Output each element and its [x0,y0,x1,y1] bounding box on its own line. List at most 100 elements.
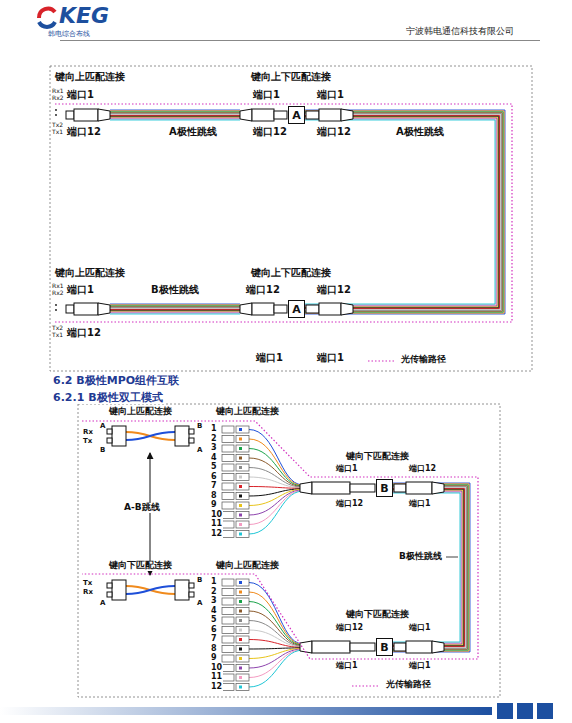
fiber [110,306,240,307]
port-icon [236,665,249,672]
fiber [110,310,240,311]
label: 端口12 [335,624,364,633]
fiber [249,592,302,644]
port-icon [222,445,234,452]
port-icon [236,598,249,605]
legend-sample [368,360,396,361]
label: 6.2 B极性MPO组件互联 [52,375,180,387]
port-icon [236,684,249,691]
port-icon [236,464,249,471]
label: 端口12 [66,327,102,338]
port-icon [236,483,249,490]
fiber [110,112,240,113]
port-dot [239,495,242,498]
ferrule [350,484,375,492]
port-icon [222,608,234,615]
fiber [393,484,469,651]
fiber [305,119,496,305]
label: Tx1 [51,332,64,338]
ferrule [350,643,375,651]
ferrule [107,592,112,597]
port-icon [222,579,234,586]
label: Rx [82,429,94,437]
fiber [249,439,302,485]
dot [55,109,57,111]
fiber [110,119,240,120]
adapter-box: B [376,638,393,656]
port-dot [239,657,242,660]
ferrule [107,583,112,588]
plug-boot [300,482,312,494]
port-dot [239,591,242,594]
fiber [393,491,462,644]
ferrule [66,305,74,313]
port-icon [236,445,249,452]
port-icon [222,436,234,443]
port-number: 5 [210,616,218,625]
label: B [99,447,106,455]
fiber [393,492,461,643]
fiber [110,118,240,119]
port-dot [239,514,242,517]
port-icon [236,627,249,634]
label: 6.2.1 B极性双工模式 [52,392,164,404]
footer-square [497,703,513,719]
leader-line [446,557,458,558]
plug-body [319,303,341,315]
adapter-letter: A [292,110,301,121]
port-number: 9 [210,501,218,510]
fiber [393,490,463,645]
fiber [305,110,505,314]
plug-body [252,303,274,315]
label: 端口1 [252,89,281,100]
adapter-letter: B [380,483,388,494]
port-icon [236,521,249,528]
adapter-box: B [376,479,393,497]
fiber [110,313,240,314]
label: 韩电综合布线 [47,31,91,39]
label: 端口1 [66,284,95,295]
port-dot [239,629,242,632]
port-dot [239,428,242,431]
adapter-box: A [288,106,305,124]
label: A极性跳线 [168,126,218,137]
label: 端口1 [66,89,95,100]
fiber [305,112,503,312]
adapter-letter: A [292,304,301,315]
label: A-B跳线 [123,503,161,513]
port-number: 2 [210,588,218,597]
fiber [305,117,498,307]
fiber [249,650,302,678]
label: B [196,423,203,431]
port-icon [236,655,249,662]
plug-boot [240,303,252,315]
ferrule [107,438,112,443]
fiber [249,602,302,645]
port-icon [222,665,234,672]
fiber [126,586,175,594]
label: Tx2 [51,325,64,331]
fiber-ribbon [393,483,470,652]
footer-bar [0,707,492,715]
port-dot [239,676,242,679]
fiber [110,304,240,305]
port-number: 4 [210,607,218,616]
lc-plug [112,580,126,600]
label: KEG [58,4,110,28]
ferrule [394,643,406,651]
port-icon [222,531,234,538]
port-dot [239,466,242,469]
port-dot [239,523,242,526]
ferrule [274,111,287,119]
ferrule [274,305,287,313]
port-icon [222,521,234,528]
fiber [110,305,240,306]
label: 键向上匹配连接 [215,561,280,571]
port-icon [222,464,234,471]
fiber [393,487,466,649]
plug-body [406,482,432,494]
port-icon [236,579,249,586]
fiber [249,458,302,487]
lc-plug [112,426,126,446]
